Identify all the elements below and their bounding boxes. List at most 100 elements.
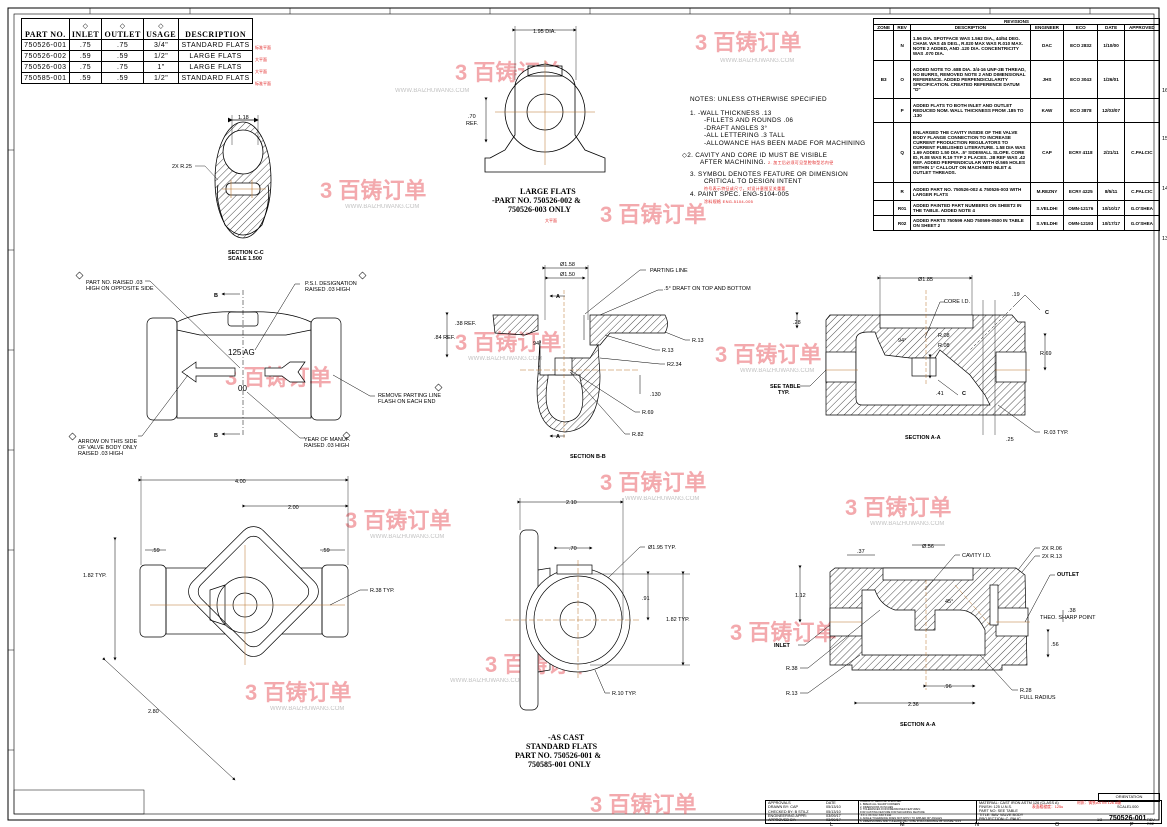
- svg-text:WWW.BAIZHUWANG.COM: WWW.BAIZHUWANG.COM: [740, 368, 814, 374]
- table-cell: OMN-12176: [1063, 200, 1099, 216]
- table-cell: S.VELDHI: [1029, 215, 1065, 231]
- section-marker: C: [962, 391, 966, 397]
- column-header: ◇OUTLET: [101, 18, 144, 40]
- table-cell: 1/10/00: [1097, 30, 1125, 61]
- table-cell: [872, 182, 895, 201]
- svg-text:WWW.BAIZHUWANG.COM: WWW.BAIZHUWANG.COM: [395, 88, 469, 94]
- table-cell: CAP: [1029, 122, 1065, 183]
- note-line: 2. CAVITY AND CORE ID MUST BE VISIBLE: [687, 151, 828, 159]
- table-cell: R02: [893, 215, 911, 231]
- notes-heading: NOTES: UNLESS OTHERWISE SPECIFIED: [690, 96, 827, 103]
- table-cell: ECO 3043: [1063, 60, 1099, 99]
- dimension-label: .70: [468, 114, 476, 120]
- svg-text:WWW.BAIZHUWANG.COM: WWW.BAIZHUWANG.COM: [625, 496, 699, 502]
- callout-label: OF VALVE BODY ONLY: [78, 445, 138, 451]
- dimension-label: .91: [642, 596, 650, 602]
- critical-diamond-icon: ◇: [119, 22, 126, 30]
- critical-diamond-icon: ◇: [682, 150, 688, 159]
- dimension-label: .130: [650, 392, 661, 398]
- chinese-annotations: 标准平面大平面大平面标准平面: [255, 45, 271, 86]
- dimension-label: 2X R.06: [1042, 546, 1062, 552]
- table-cell: .59: [101, 50, 144, 62]
- table-cell: 750585-001: [21, 72, 70, 84]
- dimension-label: REF.: [466, 121, 478, 127]
- view-title: SECTION B-B: [570, 454, 606, 460]
- dimension-label: R.38: [786, 666, 798, 672]
- as-cast-view: [505, 498, 690, 711]
- svg-text:3 百铸订单: 3 百铸订单: [730, 620, 836, 645]
- dimension-label: .28: [793, 320, 801, 326]
- general-notes: NOTES: UNLESS OTHERWISE SPECIFIED 1. -WA…: [682, 96, 870, 205]
- callout-label: HIGH ON OPPOSITE SIDE: [86, 286, 154, 292]
- svg-text:WWW.BAIZHUWANG.COM: WWW.BAIZHUWANG.COM: [720, 58, 794, 64]
- revisions-table: REVISIONS ZONE REV DESCRIPTION ENGINEER …: [872, 18, 1161, 231]
- dimension-label: 2.80: [148, 709, 159, 715]
- dimension-label: .84 REF.: [434, 335, 456, 341]
- dimension-label: .5° DRAFT ON TOP AND BOTTOM: [664, 286, 751, 292]
- zone-number: 14: [1162, 186, 1167, 192]
- dimension-label: 2X R.13: [1042, 554, 1062, 560]
- note-line: -ALL LETTERING .3 TALL: [704, 132, 786, 140]
- dimension-label: R.38 TYP.: [370, 588, 395, 594]
- dimension-label: Ø1.58: [560, 262, 575, 268]
- svg-text:3 百铸订单: 3 百铸订单: [845, 495, 951, 520]
- note-line: 1. -WALL THICKNESS .13: [690, 109, 772, 117]
- note-line: -FILLETS AND ROUNDS .06: [704, 117, 794, 125]
- table-cell: [872, 30, 895, 61]
- table-cell: JHS: [1029, 60, 1065, 99]
- column-header: APPROVED: [1123, 24, 1161, 31]
- table-cell: R: [893, 182, 911, 201]
- dimension-label: 2X R.25: [172, 164, 192, 170]
- callout-label: ARROW ON THIS SIDE: [78, 439, 138, 445]
- table-cell: S.VELDHI: [1029, 200, 1065, 216]
- section-c-c-view: [195, 115, 272, 239]
- zone-labels: 16 15 14 13 L M N O P: [830, 88, 1167, 827]
- callout-label: FLASH ON EACH END: [378, 399, 435, 405]
- dimension-label: R.69: [1040, 351, 1052, 357]
- dimension-label: R.69: [642, 410, 654, 416]
- front-view: [68, 271, 443, 441]
- dimension-label: .41: [936, 391, 944, 397]
- drawing-info: MATERIAL: CAST IRON ASTM 126 (CLASS A)材质…: [976, 801, 1162, 826]
- year-marking: 00: [238, 384, 247, 393]
- table-cell: 750526-003: [21, 61, 70, 73]
- section-marker: A: [556, 434, 560, 440]
- svg-text:WWW.BAIZHUWANG.COM: WWW.BAIZHUWANG.COM: [370, 534, 444, 540]
- table-cell: ECR# 4225: [1063, 182, 1099, 201]
- dimension-label: CORE I.D.: [944, 299, 970, 305]
- svg-text:WWW.BAIZHUWANG.COM: WWW.BAIZHUWANG.COM: [270, 706, 344, 712]
- dimension-label: PARTING LINE: [650, 268, 688, 274]
- dimension-label: R2.34: [667, 362, 682, 368]
- column-header: PART NO.: [21, 18, 70, 40]
- svg-text:3 百铸订单: 3 百铸订单: [245, 680, 351, 705]
- svg-text:3 百铸订单: 3 百铸订单: [600, 202, 706, 227]
- critical-diamond-icon: ◇: [82, 22, 89, 30]
- empty-box: [13, 789, 145, 815]
- dimension-label: .96: [944, 684, 952, 690]
- table-cell: 750526-001: [21, 39, 70, 51]
- callout-label: YEAR OF MANUF.: [304, 437, 351, 443]
- column-header: ◇INLET: [68, 18, 103, 40]
- table-cell: ENLARGED THE CAVITY INSIDE OF THE VALVE …: [909, 122, 1031, 183]
- section-b-b-view: [445, 265, 690, 440]
- dimension-label: R.28: [1020, 688, 1032, 694]
- zone-number: 15: [1162, 136, 1167, 142]
- table-cell: DAC: [1029, 30, 1065, 61]
- table-cell: [1123, 30, 1161, 61]
- dimension-label: R.08: [938, 333, 950, 339]
- table-cell: ADDED PART NO. 750526-002 & 750526-003 W…: [909, 182, 1031, 201]
- table-cell: O: [893, 60, 911, 99]
- callout-label: RAISED .03 HIGH: [305, 287, 350, 293]
- callout-label: REMOVE PARTING LINE: [378, 393, 441, 399]
- section-marker: C: [1045, 310, 1049, 316]
- table-cell: .75: [68, 39, 103, 51]
- table-cell: KAW: [1029, 98, 1065, 123]
- chinese-annotation: 大平面: [545, 217, 557, 223]
- dimension-label: OUTLET: [1057, 572, 1080, 578]
- note-line: AFTER MACHINING.: [700, 159, 766, 167]
